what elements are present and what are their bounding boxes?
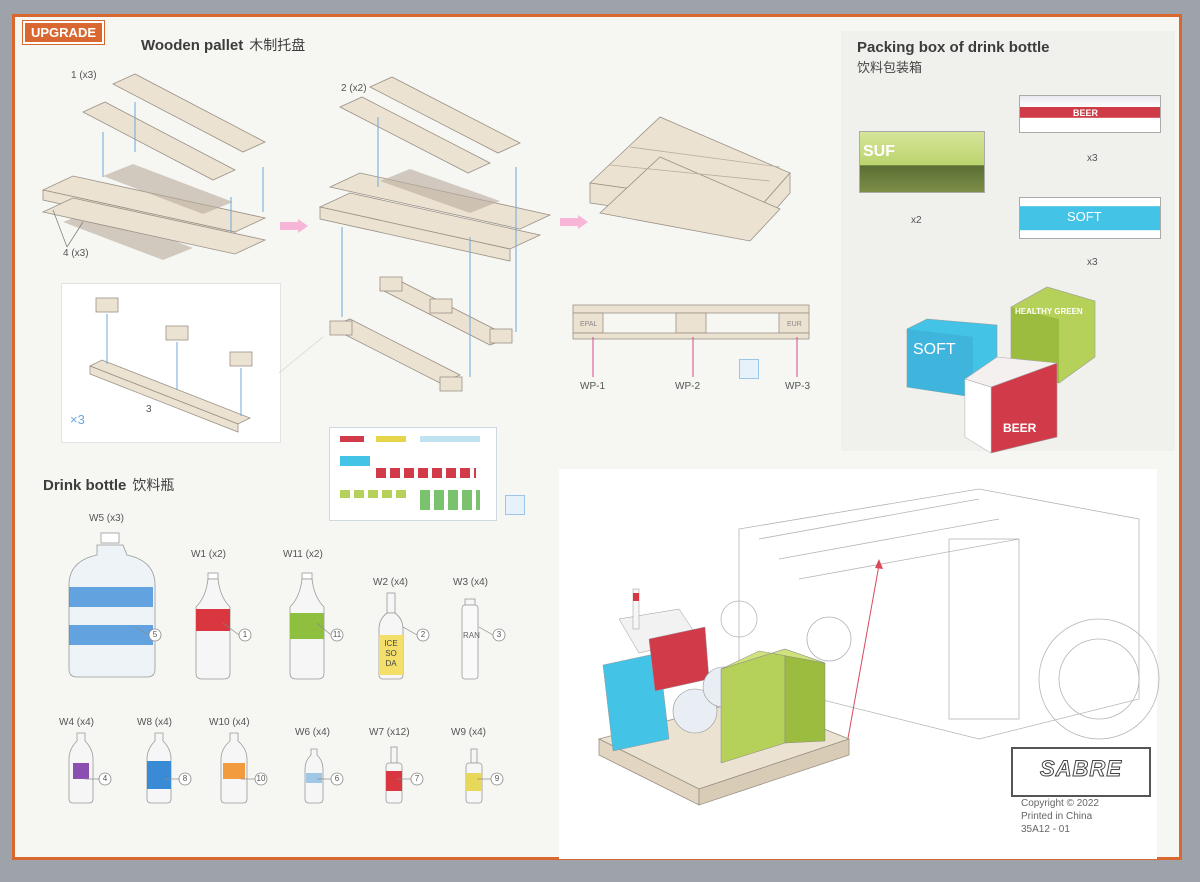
green-box-brand: SUF (863, 143, 895, 160)
pallet-step-1-diagram (41, 73, 267, 260)
callout-7: 7 (414, 774, 420, 783)
wp-leader-lines (592, 337, 798, 377)
callout-8: 8 (182, 774, 188, 783)
w7-bottle (385, 746, 403, 804)
decal-icon (739, 359, 759, 379)
callout-11: 11 (332, 630, 342, 639)
assembled-boxes (906, 286, 1096, 454)
vehicle-scene-panel: SABRE Copyright © 2022 Printed in China … (559, 469, 1160, 859)
callout-5: 5 (152, 630, 158, 639)
product-code: 35A12 - 01 (1021, 824, 1070, 835)
soft-box-flat-brand: SOFT (1067, 209, 1102, 224)
step-4-label: 4 (x3) (63, 248, 89, 259)
step-3-label: 3 (146, 404, 152, 415)
beer-box-brand: BEER (1003, 421, 1037, 435)
count-green: x2 (911, 215, 922, 226)
sabre-logo-text: SABRE (1039, 756, 1122, 782)
soft-box-flat (1019, 197, 1161, 239)
pallet-side-view (572, 304, 810, 340)
box-title: Packing box of drink bottle (857, 39, 1050, 56)
w7-label: W7 (x12) (369, 727, 410, 738)
callout-1: 1 (242, 630, 248, 639)
bottle-title-cn: 饮料瓶 (132, 477, 175, 493)
pallet-title-en: Wooden pallet (141, 37, 244, 54)
copyright-text: Copyright © 2022 (1021, 798, 1099, 809)
w3-label: W3 (x4) (453, 577, 488, 588)
step-2-label: 2 (x2) (341, 83, 367, 94)
bottle-title-en: Drink bottle (43, 477, 127, 494)
epal-stamp: EPAL (580, 321, 598, 328)
w5-label: W5 (x3) (89, 513, 124, 524)
beer-box-flat-brand: BEER (1073, 108, 1099, 118)
red-placement-arrow (844, 559, 883, 756)
beer-box-flat (1019, 95, 1161, 133)
sabre-logo: SABRE (1011, 747, 1151, 797)
pink-arrow-2 (560, 215, 588, 229)
callout-10: 10 (256, 774, 266, 783)
w9-bottle (465, 748, 483, 804)
box-title-cn: 饮料包装箱 (857, 60, 923, 75)
pallet-assembled (589, 116, 791, 242)
w2-soda-bottle (378, 592, 404, 680)
step-3-zoom-panel: 3 ×3 (61, 283, 281, 443)
w2-label: W2 (x4) (373, 577, 408, 588)
zoom-connector (278, 336, 324, 374)
times-three-badge: ×3 (70, 412, 85, 427)
w1-label: W1 (x2) (191, 549, 226, 560)
w10-label: W10 (x4) (209, 717, 250, 728)
w1-cola-bottle (195, 572, 231, 680)
healthy-green-brand: HEALTHY GREEN (1015, 307, 1083, 316)
loaded-pallet (597, 588, 851, 806)
callout-3: 3 (496, 630, 502, 639)
pallet-title-cn: 木制托盘 (249, 37, 306, 53)
pink-arrow-1 (280, 219, 308, 233)
w8-label: W8 (x4) (137, 717, 172, 728)
w3-label-text: RAN (463, 631, 480, 640)
callout-2: 2 (420, 630, 426, 639)
decal-sheet (329, 427, 497, 521)
w6-bottle (304, 748, 324, 804)
count-beer: x3 (1087, 153, 1098, 164)
w9-label: W9 (x4) (451, 727, 486, 738)
pallet-step-2-diagram (318, 76, 552, 392)
w10-bottle (220, 732, 248, 804)
w3-clear-bottle (461, 598, 479, 680)
soft-box-brand: SOFT (913, 341, 956, 358)
decal-icon-2 (505, 495, 525, 515)
print-info: Copyright © 2022 Printed in China 35A12 … (1021, 797, 1099, 836)
w11-label: W11 (x2) (283, 549, 323, 560)
wp-1-label: WP-1 (580, 381, 605, 392)
callout-9: 9 (494, 774, 500, 783)
callouts-row-2 (85, 772, 504, 786)
w4-label: W4 (x4) (59, 717, 94, 728)
eur-stamp: EUR (787, 321, 802, 328)
bottle-title: Drink bottle 饮料瓶 (43, 475, 174, 495)
upgrade-badge: UPGRADE (21, 20, 106, 45)
pallet-step-3-diagram (89, 297, 253, 433)
pallet-title: Wooden pallet 木制托盘 (141, 35, 305, 55)
callout-6: 6 (334, 774, 340, 783)
printed-text: Printed in China (1021, 811, 1093, 822)
wp-2-label: WP-2 (675, 381, 700, 392)
packing-box-panel: Packing box of drink bottle 饮料包装箱 SUF x2… (841, 31, 1175, 454)
w8-bottle (146, 732, 172, 804)
count-soft: x3 (1087, 257, 1098, 268)
callout-4: 4 (102, 774, 108, 783)
callouts-row-1 (134, 622, 506, 642)
step-1-label: 1 (x3) (71, 70, 97, 81)
w5-water-jug (68, 532, 156, 678)
green-box-flat (859, 131, 985, 193)
w6-label: W6 (x4) (295, 727, 330, 738)
w4-bottle (68, 732, 94, 804)
w11-green-bottle (289, 572, 325, 680)
wp-3-label: WP-3 (785, 381, 810, 392)
w2-label-text: ICE SO DA (384, 639, 398, 668)
